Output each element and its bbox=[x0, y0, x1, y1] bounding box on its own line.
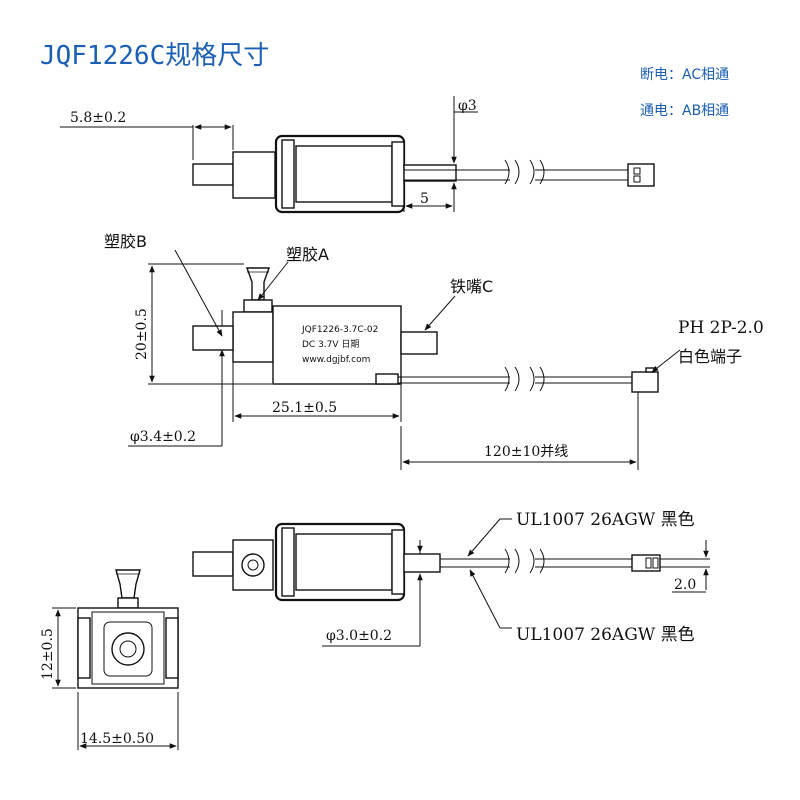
dim-plunger-travel: 5.8±0.2 bbox=[70, 110, 126, 126]
label-wire-1: UL1007 26AGW 黑色 bbox=[516, 510, 695, 530]
bottom-view: UL1007 26AGW 黑色 UL1007 26AGW 黑色 2.0 φ3.0… bbox=[192, 510, 710, 647]
port-b bbox=[192, 325, 234, 351]
dim-side-height: 12±0.5 bbox=[40, 628, 56, 680]
plunger-top bbox=[192, 163, 234, 186]
plastic-body bbox=[232, 311, 274, 363]
body-model-text: JQF1226-3.7C-02 bbox=[301, 325, 378, 335]
barb-a bbox=[246, 267, 270, 301]
label-wire-2: UL1007 26AGW 黑色 bbox=[516, 625, 695, 645]
connector-front bbox=[631, 371, 659, 393]
break-mark bbox=[504, 159, 520, 185]
coil-top bbox=[295, 145, 393, 203]
page-title: JQF1226C规格尺寸 bbox=[40, 41, 269, 71]
body-url-text: www.dgjbf.com bbox=[302, 355, 370, 365]
dim-port-dia: φ3.4±0.2 bbox=[130, 429, 196, 445]
coil-body bbox=[272, 305, 402, 385]
plunger-base-top bbox=[232, 151, 276, 199]
side-port-circle bbox=[111, 632, 145, 666]
flange-right-top bbox=[391, 141, 405, 207]
body-voltage-text: DC 3.7V 日期 bbox=[302, 339, 359, 350]
dim-tube-dia: φ3 bbox=[458, 98, 477, 114]
nozzle-bottom bbox=[403, 553, 441, 573]
label-plastic-a: 塑胶A bbox=[286, 245, 329, 264]
power-on-note: 通电：AB相通 bbox=[640, 103, 729, 119]
top-view: 5.8±0.2 φ3 5 bbox=[60, 96, 655, 214]
plunger-bottom bbox=[192, 551, 234, 577]
connector-top bbox=[627, 163, 655, 187]
nozzle-top bbox=[403, 164, 457, 182]
flange-left-top bbox=[281, 139, 295, 209]
dim-wire-length: 120±10并线 bbox=[484, 444, 568, 460]
coil-bottom bbox=[295, 533, 393, 591]
side-view: 12±0.5 14.5±0.50 bbox=[40, 569, 179, 750]
label-connector-desc: 白色端子 bbox=[678, 347, 742, 366]
front-view: JQF1226-3.7C-02 DC 3.7V 日期 www.dgjbf.com… bbox=[104, 232, 764, 470]
dim-pin-pitch: 2.0 bbox=[674, 577, 696, 593]
dim-stroke: 5 bbox=[420, 191, 429, 207]
nozzle-c bbox=[400, 331, 438, 355]
label-nozzle-c: 铁嘴C bbox=[450, 277, 493, 296]
dim-nozzle-dia: φ3.0±0.2 bbox=[326, 628, 392, 644]
port-circle-bottom bbox=[241, 553, 265, 577]
dim-height: 20±0.5 bbox=[134, 308, 150, 360]
label-connector-model: PH 2P-2.0 bbox=[678, 318, 764, 338]
dim-length: 25.1±0.5 bbox=[272, 400, 337, 416]
label-plastic-b: 塑胶B bbox=[104, 232, 147, 251]
power-off-note: 断电：AC相通 bbox=[640, 67, 729, 83]
dim-side-width: 14.5±0.50 bbox=[80, 731, 154, 747]
